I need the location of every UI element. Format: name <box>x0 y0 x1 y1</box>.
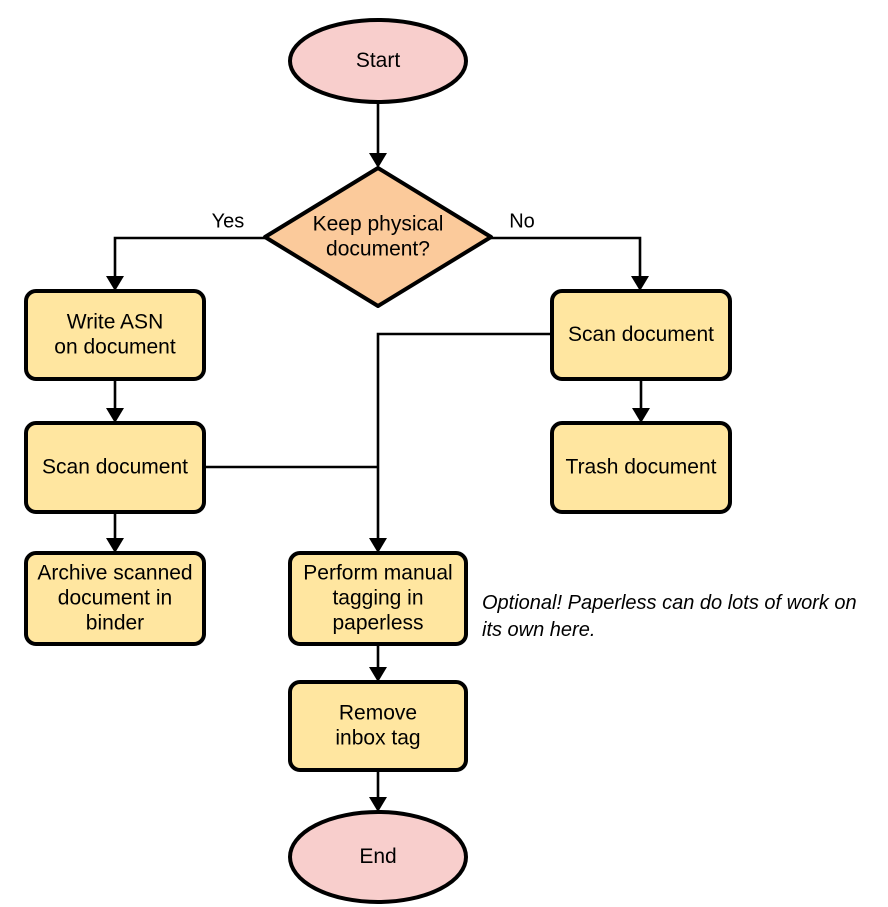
node-trash-document[interactable]: Trash document <box>550 421 732 514</box>
arrowhead-icon <box>369 153 387 168</box>
rounded-rect-shape <box>24 551 206 646</box>
rounded-rect-shape <box>288 680 468 772</box>
edge-remove-to-end <box>369 770 387 812</box>
arrowhead-icon <box>631 276 649 291</box>
arrowhead-icon <box>632 408 650 423</box>
rounded-rect-shape <box>288 551 468 646</box>
rounded-rect-shape <box>24 421 206 514</box>
edge-line <box>376 332 552 548</box>
annotation-optional-note: Optional! Paperless can do lots of work … <box>482 592 857 641</box>
node-label: Scan document <box>568 323 714 346</box>
node-start[interactable]: Start <box>288 18 468 104</box>
arrowhead-icon <box>369 667 387 682</box>
edge-line <box>113 236 265 286</box>
node-scan-document-right[interactable]: Scan document <box>550 289 732 381</box>
node-label: End <box>359 845 396 868</box>
arrowhead-icon <box>369 538 387 553</box>
annotations-layer: Optional! Paperless can do lots of work … <box>482 592 857 641</box>
edges-layer: Yes No <box>106 102 650 812</box>
node-label: Start <box>356 49 401 72</box>
edge-label-decision-no: No <box>509 210 535 232</box>
edge-line <box>491 236 642 286</box>
node-scan-document-left[interactable]: Scan document <box>24 421 206 514</box>
node-label: Trash document <box>566 455 717 478</box>
rounded-rect-shape <box>550 421 732 514</box>
edge-label-decision-yes: Yes <box>212 210 245 232</box>
edge-scan-left-to-archive <box>106 512 124 553</box>
ellipse-shape <box>288 810 468 904</box>
arrowhead-icon <box>369 797 387 812</box>
node-label: Scan document <box>42 455 188 478</box>
arrowhead-icon <box>106 276 124 291</box>
node-end[interactable]: End <box>288 810 468 904</box>
edge-decision-yes: Yes <box>106 210 265 291</box>
diamond-shape <box>263 166 493 308</box>
edge-decision-no: No <box>491 210 649 291</box>
rounded-rect-shape <box>24 289 206 381</box>
rounded-rect-shape <box>550 289 732 381</box>
arrowhead-icon <box>106 408 124 423</box>
edge-tagging-to-remove <box>369 644 387 682</box>
arrowhead-icon <box>106 538 124 553</box>
edge-scan-right-to-tagging <box>369 332 552 553</box>
edge-scan-right-to-trash <box>632 379 650 423</box>
edge-write-asn-to-scan <box>106 379 124 423</box>
ellipse-shape <box>288 18 468 104</box>
edge-start-to-decision <box>369 102 387 168</box>
